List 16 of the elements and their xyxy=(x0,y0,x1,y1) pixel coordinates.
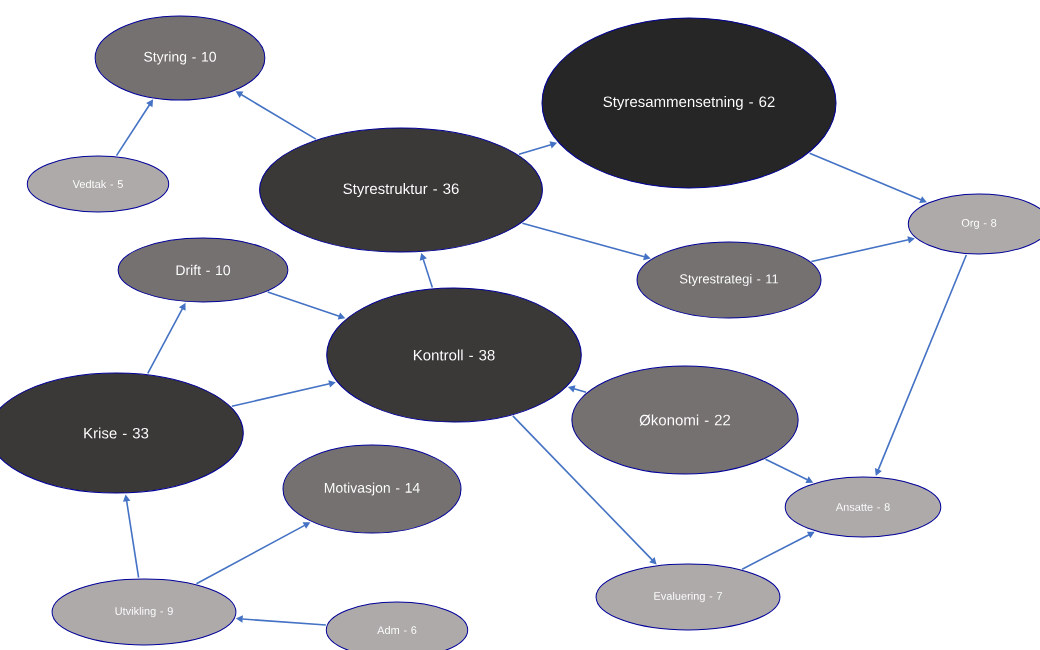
ellipse-node: Drift - 10 xyxy=(117,237,289,303)
ellipse-node: Vedtak - 5 xyxy=(26,155,170,213)
ellipse-node: Ansatte - 8 xyxy=(784,476,942,538)
ellipse-node: Utvikling - 9 xyxy=(51,578,237,646)
ellipse-node: Motivasjon - 14 xyxy=(282,444,462,534)
ellipse-node: Styrestrategi - 11 xyxy=(636,241,822,319)
arrow xyxy=(741,531,815,570)
ellipse-node: Evaluering - 7 xyxy=(595,563,781,631)
ellipse-node: Org - 8 xyxy=(907,193,1040,255)
ellipse-node: Styresammensetning - 62 xyxy=(541,17,837,189)
arrow xyxy=(512,415,657,565)
ellipse-node: Adm - 6 xyxy=(325,601,469,650)
ellipse-node: Økonomi - 22 xyxy=(571,365,799,475)
ellipse-node: Kontroll - 38 xyxy=(326,287,582,423)
ellipse-node: Styring - 10 xyxy=(94,15,266,101)
ellipse-node: Styrestruktur - 36 xyxy=(259,127,543,253)
